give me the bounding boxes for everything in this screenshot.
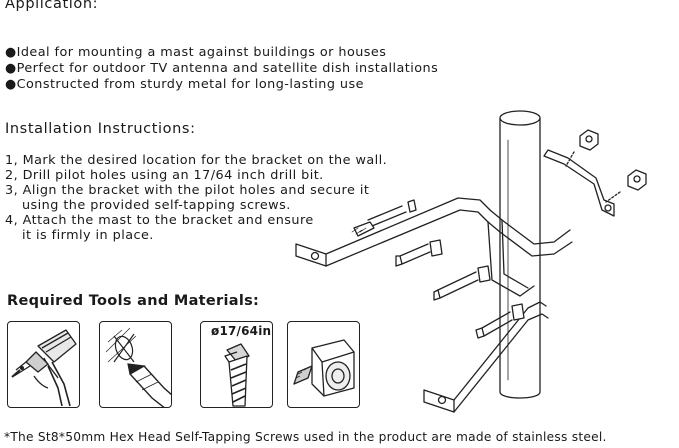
hex-nut-top: [579, 129, 599, 151]
tool-card-measuring-tape: [287, 321, 360, 408]
drill-bit-icon: [224, 343, 250, 407]
tool-card-pencil: [99, 321, 172, 408]
installation-heading: Installation Instructions:: [5, 121, 196, 137]
hex-nut-right: [627, 169, 647, 191]
bracket-mast-diagram: [295, 110, 647, 413]
pencil-mark-icon: [105, 327, 171, 407]
application-bullet-2: ●Perfect for outdoor TV antenna and sate…: [5, 61, 439, 76]
tool-card-drill: [7, 321, 80, 408]
installation-step-3-cont: using the provided self-tapping screws.: [22, 198, 291, 213]
screw-middle: [399, 243, 431, 265]
footnote: *The St8*50mm Hex Head Self-Tapping Scre…: [4, 430, 607, 444]
power-drill-icon: [11, 329, 77, 407]
installation-step-4: 4, Attach the mast to the bracket and en…: [5, 213, 314, 228]
screw-upper: [367, 205, 407, 227]
mast-pole: [499, 117, 541, 399]
tool-card-drill-bit: ø17/64in: [200, 321, 273, 408]
installation-step-2: 2, Drill pilot holes using an 17/64 inch…: [5, 168, 324, 183]
installation-step-1: 1, Mark the desired location for the bra…: [5, 153, 388, 168]
tools-heading: Required Tools and Materials:: [7, 293, 260, 309]
screw-bottom: [481, 311, 513, 337]
drill-bit-size-label: ø17/64in: [211, 324, 272, 338]
mast-top: [499, 110, 541, 126]
installation-step-4-cont: it is firmly in place.: [22, 228, 154, 243]
application-heading: Application:: [5, 0, 99, 12]
upper-clamp: [543, 149, 615, 217]
application-bullet-3: ●Constructed from sturdy metal for long-…: [5, 77, 364, 92]
screw-lower: [437, 271, 479, 299]
measuring-tape-icon: [293, 339, 355, 397]
application-bullet-1: ●Ideal for mounting a mast against build…: [5, 45, 387, 60]
installation-step-3: 3, Align the bracket with the pilot hole…: [5, 183, 370, 198]
